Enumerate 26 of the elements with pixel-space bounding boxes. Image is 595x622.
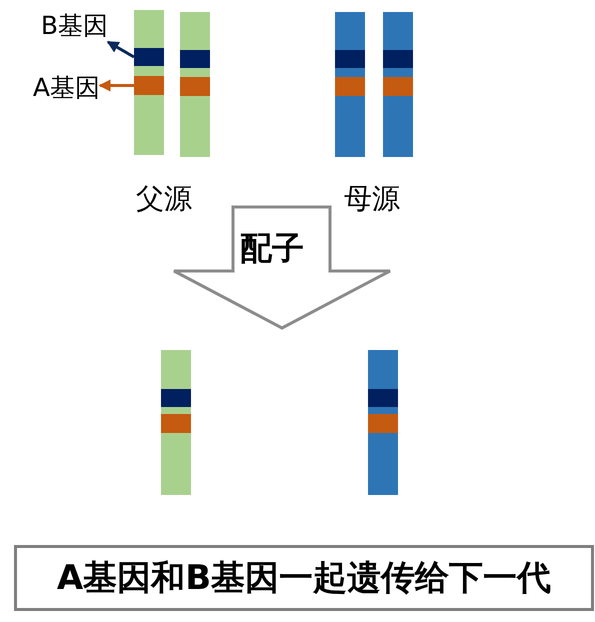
arrow: [98, 80, 134, 92]
gene-band: [383, 50, 413, 68]
chromosome: [180, 12, 210, 157]
gene-band: [134, 76, 164, 95]
gene-label: B基因: [28, 10, 108, 42]
origin-label: 父源: [136, 181, 192, 217]
gene-band: [368, 414, 398, 433]
chromosome: [383, 12, 413, 157]
caption-box: A基因和B基因一起遗传给下一代: [14, 545, 594, 611]
chromosome: [161, 350, 191, 495]
arrow: [106, 40, 135, 58]
arrow-label: 配子: [240, 228, 304, 269]
gene-band: [134, 48, 164, 66]
gene-band: [180, 77, 210, 96]
gene-band: [383, 77, 413, 96]
gene-band: [335, 50, 365, 68]
gene-label: A基因: [16, 72, 100, 104]
chromosome: [368, 350, 398, 495]
gene-band: [335, 77, 365, 96]
gene-band: [161, 389, 191, 407]
chromosome: [134, 10, 164, 155]
chromosome: [335, 12, 365, 157]
gene-band: [368, 389, 398, 407]
origin-label: 母源: [344, 181, 400, 217]
gene-band: [180, 50, 210, 68]
gene-band: [161, 414, 191, 433]
